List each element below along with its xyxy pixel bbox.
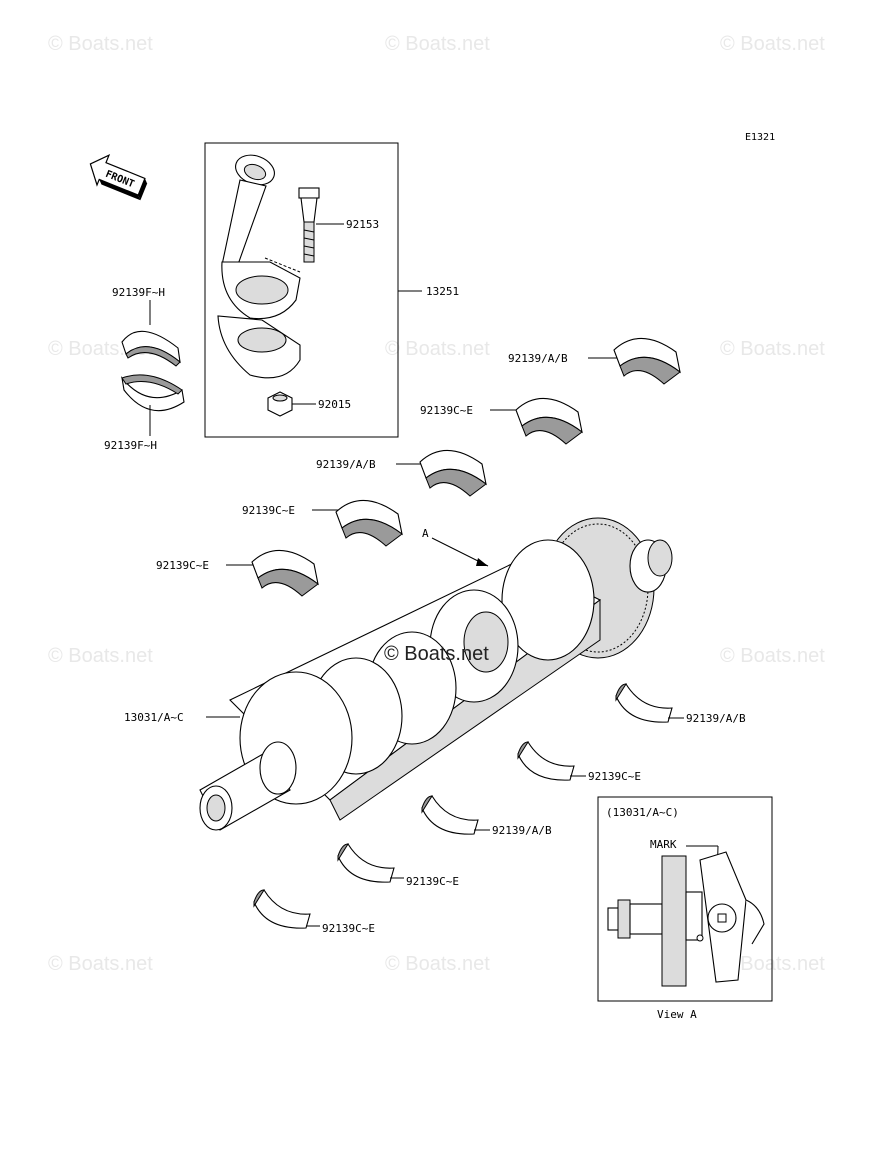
main-bearing-5 xyxy=(251,549,319,597)
watermark: © Boats.net xyxy=(385,33,490,55)
watermark: © Boats.net xyxy=(48,953,153,975)
label-conrod-bearing-upper: 92139F~H xyxy=(112,286,165,299)
view-a-inset-frame xyxy=(597,796,773,1002)
main-bearing-9 xyxy=(337,843,395,883)
conrod-bearing-lower xyxy=(121,374,185,412)
main-bearing-4 xyxy=(335,499,403,547)
main-bearing-3 xyxy=(419,449,487,497)
watermark: © Boats.net xyxy=(48,33,153,55)
conrod-assembly-frame xyxy=(204,142,399,438)
diagram-code: E1321 xyxy=(745,132,775,143)
label-main-10: 92139C~E xyxy=(322,922,375,935)
view-a-detail xyxy=(607,851,765,987)
inset-caption: View A xyxy=(657,1008,697,1021)
label-main-5: 92139C~E xyxy=(156,559,209,572)
crankshaft xyxy=(199,517,673,831)
watermark: © Boats.net xyxy=(48,645,153,667)
watermark: © Boats.net xyxy=(720,338,825,360)
watermark: © Boats.net xyxy=(385,953,490,975)
conrod-nut xyxy=(267,391,293,417)
watermark: © Boats.net xyxy=(385,338,490,360)
main-bearing-1 xyxy=(613,337,681,385)
label-main-1: 92139/A/B xyxy=(508,352,568,365)
label-conrod-bearing-lower: 92139F~H xyxy=(104,439,157,452)
label-crankshaft: 13031/A~C xyxy=(124,711,184,724)
label-main-7: 92139C~E xyxy=(588,770,641,783)
conrod-bearing-upper xyxy=(121,330,181,367)
connecting-rod xyxy=(217,154,301,379)
inset-ref: (13031/A~C) xyxy=(606,806,679,819)
main-bearing-7 xyxy=(517,741,575,781)
center-watermark: © Boats.net xyxy=(384,643,489,665)
label-nut: 92015 xyxy=(318,398,351,411)
label-main-6: 92139/A/B xyxy=(686,712,746,725)
watermark: © Boats.net xyxy=(720,33,825,55)
main-bearing-2 xyxy=(515,397,583,445)
label-main-3: 92139/A/B xyxy=(316,458,376,471)
label-main-9: 92139C~E xyxy=(406,875,459,888)
watermark: © Boats.net xyxy=(720,645,825,667)
watermarks: © Boats.net © Boats.net © Boats.net © Bo… xyxy=(48,33,825,975)
inset-mark-label: MARK xyxy=(650,838,677,851)
watermark: © Boats.net xyxy=(720,953,825,975)
main-bearing-10 xyxy=(253,889,311,929)
label-conrod-assy: 13251 xyxy=(426,285,459,298)
main-bearing-6 xyxy=(615,683,673,723)
label-main-8: 92139/A/B xyxy=(492,824,552,837)
label-bolt: 92153 xyxy=(346,218,379,231)
label-main-4: 92139C~E xyxy=(242,504,295,517)
front-arrow-icon: FRONT xyxy=(89,154,148,201)
label-main-2: 92139C~E xyxy=(420,404,473,417)
main-bearing-8 xyxy=(421,795,479,835)
conrod-bolt xyxy=(298,187,320,263)
label-view-pointer: A xyxy=(422,527,429,540)
